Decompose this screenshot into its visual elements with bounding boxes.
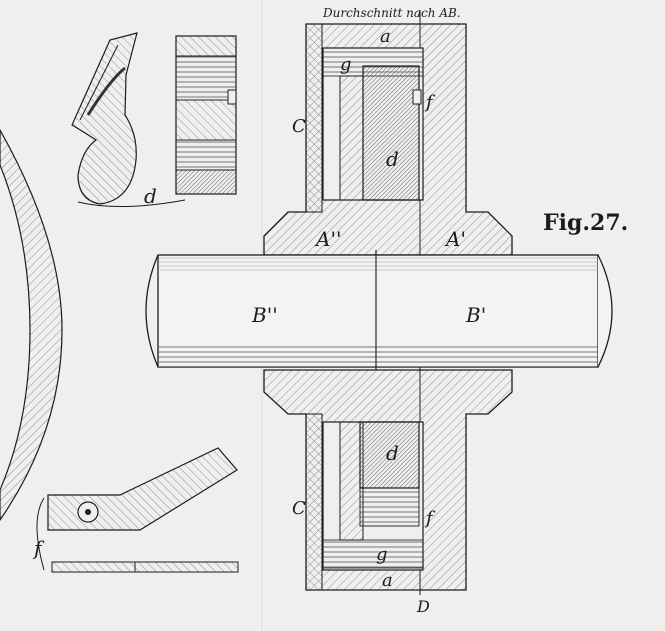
label-d-bottom: d bbox=[386, 441, 399, 465]
ring-arc bbox=[0, 128, 63, 522]
label-d-top: d bbox=[386, 147, 399, 171]
label-d-left: d bbox=[144, 184, 157, 208]
lower-housing bbox=[263, 369, 513, 591]
shaft bbox=[145, 250, 613, 370]
label-a-bottom: a bbox=[382, 570, 393, 591]
figure-label: Fig.27. bbox=[543, 210, 628, 236]
detail-d-block bbox=[175, 35, 237, 195]
label-a-prime: A' bbox=[444, 227, 466, 251]
detail-f-brace bbox=[36, 497, 45, 571]
detail-d-brace bbox=[77, 199, 186, 208]
label-D: D bbox=[416, 597, 430, 616]
label-c-top: C bbox=[292, 116, 306, 137]
label-c-bottom: C bbox=[292, 498, 306, 519]
label-g-bottom: g bbox=[376, 544, 388, 565]
title-section: Durchschnitt nach AB. bbox=[322, 6, 461, 20]
label-g-top: g bbox=[340, 54, 352, 75]
label-b-prime: B' bbox=[465, 303, 486, 327]
detail-f-pawl bbox=[47, 447, 239, 573]
detail-d-hook bbox=[71, 32, 138, 205]
label-b-double-prime: B'' bbox=[251, 303, 278, 327]
label-a-top: a bbox=[380, 26, 391, 47]
upper-housing bbox=[263, 23, 513, 256]
label-a-double-prime: A'' bbox=[314, 227, 341, 251]
